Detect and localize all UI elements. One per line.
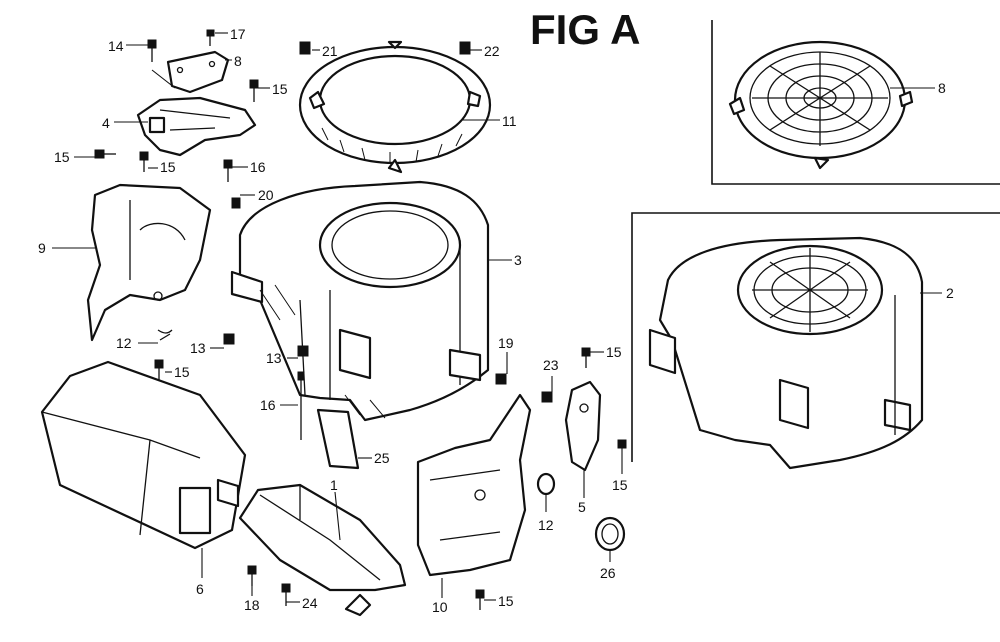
callout-3: 3 (514, 252, 522, 268)
callout-13: 13 (190, 340, 206, 356)
callout-6: 6 (196, 581, 204, 597)
callout-7: 8 (234, 53, 242, 69)
part-1-lower-deflector (238, 483, 407, 617)
callout-21: 20 (258, 187, 274, 203)
callout-labels: 14 17 8 15 4 15 15 16 20 21 22 11 8 9 3 … (38, 26, 954, 615)
part-14-grommet (536, 472, 556, 496)
callout-1: 1 (330, 477, 338, 493)
figure-title: FIG A (530, 6, 640, 53)
callout-15: 15 (272, 81, 288, 97)
callout-22: 22 (484, 43, 500, 59)
part-6-air-cleaner-cover (40, 360, 247, 550)
callout-9: 9 (38, 240, 46, 256)
callout-17: 16 (260, 397, 276, 413)
part-10-side-plate (416, 393, 532, 577)
callout-23: 23 (543, 357, 559, 373)
part-25-gasket (316, 408, 360, 470)
callout-16: 16 (250, 159, 266, 175)
callout-2: 2 (946, 285, 954, 301)
callout-15: 14 (108, 38, 124, 54)
callout-16: 15 (160, 159, 176, 175)
callout-18: 17 (230, 26, 246, 42)
callout-11: 11 (502, 113, 517, 129)
part-9-side-baffle (86, 183, 212, 342)
callout-19: 18 (244, 597, 260, 613)
callout-12: 12 (116, 335, 132, 351)
callout-15: 15 (54, 149, 70, 165)
callout-24: 24 (302, 595, 318, 611)
callout-13: 13 (266, 350, 282, 366)
callout-4: 4 (102, 115, 110, 131)
part-4-bracket (136, 96, 257, 157)
part-26-cap (594, 516, 626, 552)
part-8-fan-screen (728, 40, 914, 170)
part-3-blower-housing (230, 180, 490, 422)
inset-frame-top (711, 20, 1000, 185)
part-11-fan-guard (298, 40, 492, 174)
callout-15: 15 (174, 364, 190, 380)
callout-15: 15 (606, 344, 622, 360)
inset-frame-middle (631, 212, 1000, 462)
callout-15: 15 (612, 477, 628, 493)
callout-5: 5 (578, 499, 586, 515)
callout-15: 15 (498, 593, 514, 609)
callout-26: 26 (600, 565, 616, 581)
callout-20: 19 (498, 335, 514, 351)
part-5-small-bracket (564, 380, 602, 472)
callout-10: 10 (432, 599, 448, 615)
callout-8: 8 (938, 80, 946, 96)
callout-14: 12 (538, 517, 554, 533)
part-7-cover-plate (166, 50, 230, 94)
leader-lines (52, 32, 942, 603)
part-2-shroud-assembly (648, 236, 924, 470)
callout-25: 25 (374, 450, 390, 466)
callout-22: 21 (322, 43, 338, 59)
